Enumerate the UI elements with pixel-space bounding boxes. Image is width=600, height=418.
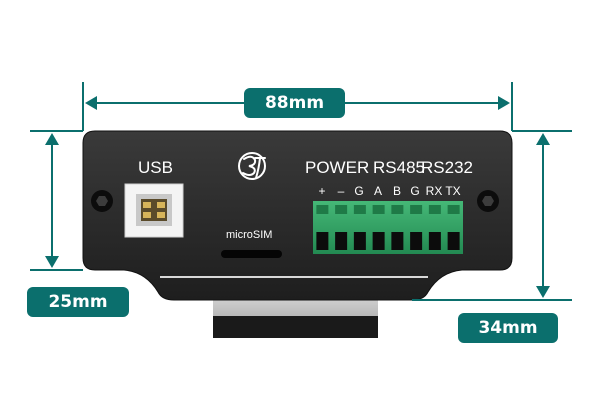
terminal-socket-7[interactable] xyxy=(428,232,441,250)
height-dimension xyxy=(30,130,83,271)
terminal-socket-4[interactable] xyxy=(372,232,385,250)
terminal-screw-3[interactable] xyxy=(353,205,366,214)
sim-slot-icon[interactable] xyxy=(221,250,282,258)
terminal-screw-2[interactable] xyxy=(335,205,348,214)
terminal-screw-4[interactable] xyxy=(372,205,385,214)
pin-label: TX xyxy=(445,184,461,198)
pin-label: – xyxy=(337,184,345,198)
width-value: 88mm xyxy=(264,93,325,113)
terminal-socket-8[interactable] xyxy=(447,232,460,250)
height-value: 25mm xyxy=(48,292,108,312)
sim-label: microSIM xyxy=(226,229,273,241)
pin-label: A xyxy=(373,184,382,198)
terminal-screw-1[interactable] xyxy=(316,205,329,214)
width-badge: 88mm xyxy=(244,88,345,118)
rs485-group-label: RS485 xyxy=(373,158,425,177)
usb-label: USB xyxy=(138,158,173,177)
terminal-screw-7[interactable] xyxy=(428,205,441,214)
power-group-label: POWER xyxy=(305,158,370,177)
pin-label: RX xyxy=(425,184,443,198)
terminal-socket-5[interactable] xyxy=(391,232,404,250)
terminal-socket-6[interactable] xyxy=(410,232,423,250)
height-badge: 25mm xyxy=(27,287,129,317)
depth-badge: 34mm xyxy=(458,313,558,343)
terminal-screw-8[interactable] xyxy=(447,205,460,214)
terminal-screw-6[interactable] xyxy=(410,205,423,214)
depth-value: 34mm xyxy=(478,318,538,338)
pin-label: B xyxy=(392,184,401,198)
terminal-slots xyxy=(316,205,460,250)
screw-right-icon xyxy=(477,190,499,212)
terminal-socket-2[interactable] xyxy=(335,232,348,250)
logo-icon xyxy=(238,152,266,180)
terminal-screw-5[interactable] xyxy=(391,205,404,214)
terminal-block[interactable] xyxy=(313,201,463,254)
screw-left-icon xyxy=(91,190,113,212)
terminal-socket-1[interactable] xyxy=(316,232,329,250)
usb-b-port-icon[interactable] xyxy=(124,183,184,238)
terminal-socket-3[interactable] xyxy=(353,232,366,250)
depth-dimension xyxy=(412,130,572,301)
pin-label: G xyxy=(354,184,364,198)
pin-label: + xyxy=(318,184,326,198)
rs232-group-label: RS232 xyxy=(421,158,473,177)
pin-label: G xyxy=(410,184,420,198)
